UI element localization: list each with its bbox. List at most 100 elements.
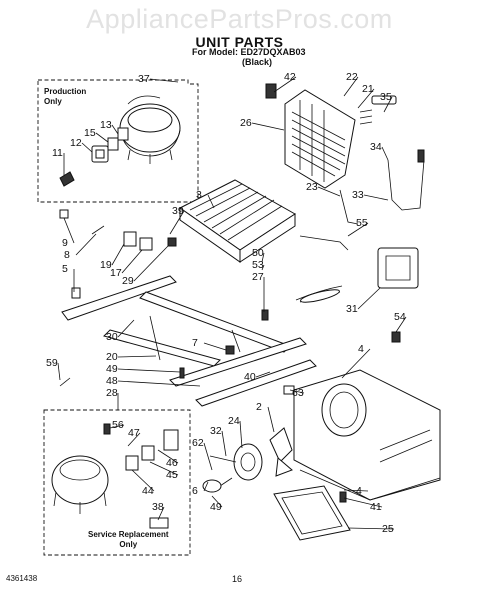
leader-line-17 [121, 249, 143, 274]
leader-line-6 [203, 481, 209, 492]
leader-line-32 [221, 430, 227, 457]
callout-37: 37 [138, 73, 150, 85]
callout-29: 29 [122, 275, 134, 287]
callout-48: 48 [106, 375, 118, 387]
leader-line-31 [357, 287, 381, 310]
callout-24: 24 [228, 415, 240, 427]
leader-line-35 [383, 96, 393, 113]
leader-line-29 [133, 245, 169, 282]
callout-17: 17 [110, 267, 122, 279]
callout-56: 56 [112, 419, 124, 431]
leader-line-49-1 [211, 495, 223, 508]
leader-line-15 [95, 132, 109, 143]
callout-4-1: 4 [356, 485, 362, 497]
leader-line-25 [347, 527, 395, 530]
compressor-production-drawing [119, 95, 181, 164]
callout-47: 47 [128, 427, 140, 439]
compressor-service-drawing [51, 423, 179, 529]
callout-5: 5 [62, 263, 68, 275]
evaporator-drawing [265, 83, 356, 189]
callout-11: 11 [52, 147, 63, 159]
callout-34: 34 [370, 141, 382, 153]
leader-line-13 [111, 124, 119, 135]
leader-line-21 [357, 88, 375, 109]
leader-line-8 [75, 233, 97, 256]
leader-line-41 [343, 497, 383, 508]
callout-35: 35 [380, 91, 392, 103]
callout-33: 33 [352, 189, 364, 201]
callout-2: 2 [256, 401, 262, 413]
callout-39: 39 [172, 205, 184, 217]
leader-line-7 [203, 342, 227, 351]
leader-line-23 [317, 186, 341, 197]
leader-line-55 [347, 222, 369, 237]
relay-parts-production [59, 127, 129, 187]
callout-40: 40 [244, 371, 256, 383]
callout-7: 7 [192, 337, 198, 349]
leader-line-48 [117, 380, 201, 387]
callout-28: 28 [106, 387, 118, 399]
leader-line-63 [289, 389, 305, 394]
leader-line-2 [267, 406, 275, 433]
callout-19: 19 [100, 259, 112, 271]
callout-44: 44 [142, 485, 154, 497]
callout-27: 27 [252, 271, 264, 283]
leader-line-39 [169, 210, 185, 235]
leader-line-56 [109, 424, 125, 429]
callout-42: 42 [284, 71, 296, 83]
leader-line-38 [157, 506, 165, 521]
page-title: UNIT PARTS [195, 34, 284, 50]
leader-line-49 [117, 368, 181, 373]
leader-line-4 [341, 348, 371, 379]
fan-shroud-drawing [293, 369, 441, 501]
callout-13: 13 [100, 119, 112, 131]
model-label: For Model: ED27DQXAB03 [192, 47, 306, 57]
callout-30: 30 [106, 331, 118, 343]
leader-line-19 [111, 243, 125, 266]
footer-code: 4361438 [6, 574, 38, 583]
callout-59: 59 [46, 357, 58, 369]
callout-4: 4 [358, 343, 364, 355]
leader-line-34 [381, 146, 389, 161]
callout-22: 22 [346, 71, 358, 83]
callout-49-1: 49 [210, 501, 222, 513]
callout-6: 6 [192, 485, 198, 497]
callout-9: 9 [62, 237, 68, 249]
leader-line-22 [343, 76, 359, 97]
leader-line-24 [239, 420, 243, 449]
leader-line-62 [203, 442, 213, 471]
callout-20: 20 [106, 351, 118, 363]
leader-line-53 [261, 264, 265, 271]
leader-line-12 [81, 142, 93, 153]
leader-line-44 [131, 469, 155, 492]
leader-line-33 [363, 194, 389, 201]
callout-46: 46 [166, 457, 178, 469]
leader-line-4-1 [343, 489, 369, 492]
tube-8 [91, 225, 105, 235]
callout-55: 55 [356, 217, 368, 229]
callout-12: 12 [70, 137, 82, 149]
callout-63: 63 [292, 387, 304, 399]
callout-49: 49 [106, 363, 118, 375]
page-number: 16 [232, 574, 243, 584]
callout-15: 15 [84, 127, 96, 139]
base-frame-drawing [61, 275, 317, 407]
callout-54: 54 [394, 311, 406, 323]
leader-line-20 [117, 355, 157, 358]
callout-50: 50 [252, 247, 264, 259]
leader-line-40 [255, 371, 271, 378]
drier-and-tubes [299, 95, 425, 343]
leader-line-26 [251, 122, 285, 131]
leader-line-9 [63, 217, 75, 244]
watermark: AppliancePartsPros.com [86, 4, 393, 34]
leader-line-42 [273, 76, 297, 93]
callout-38: 38 [152, 501, 164, 513]
callout-21: 21 [362, 83, 374, 95]
callout-62: 62 [192, 437, 204, 449]
production-only-box [37, 79, 199, 203]
callout-53: 53 [252, 259, 264, 271]
callout-3: 3 [196, 189, 202, 201]
leader-line-37 [149, 78, 179, 83]
